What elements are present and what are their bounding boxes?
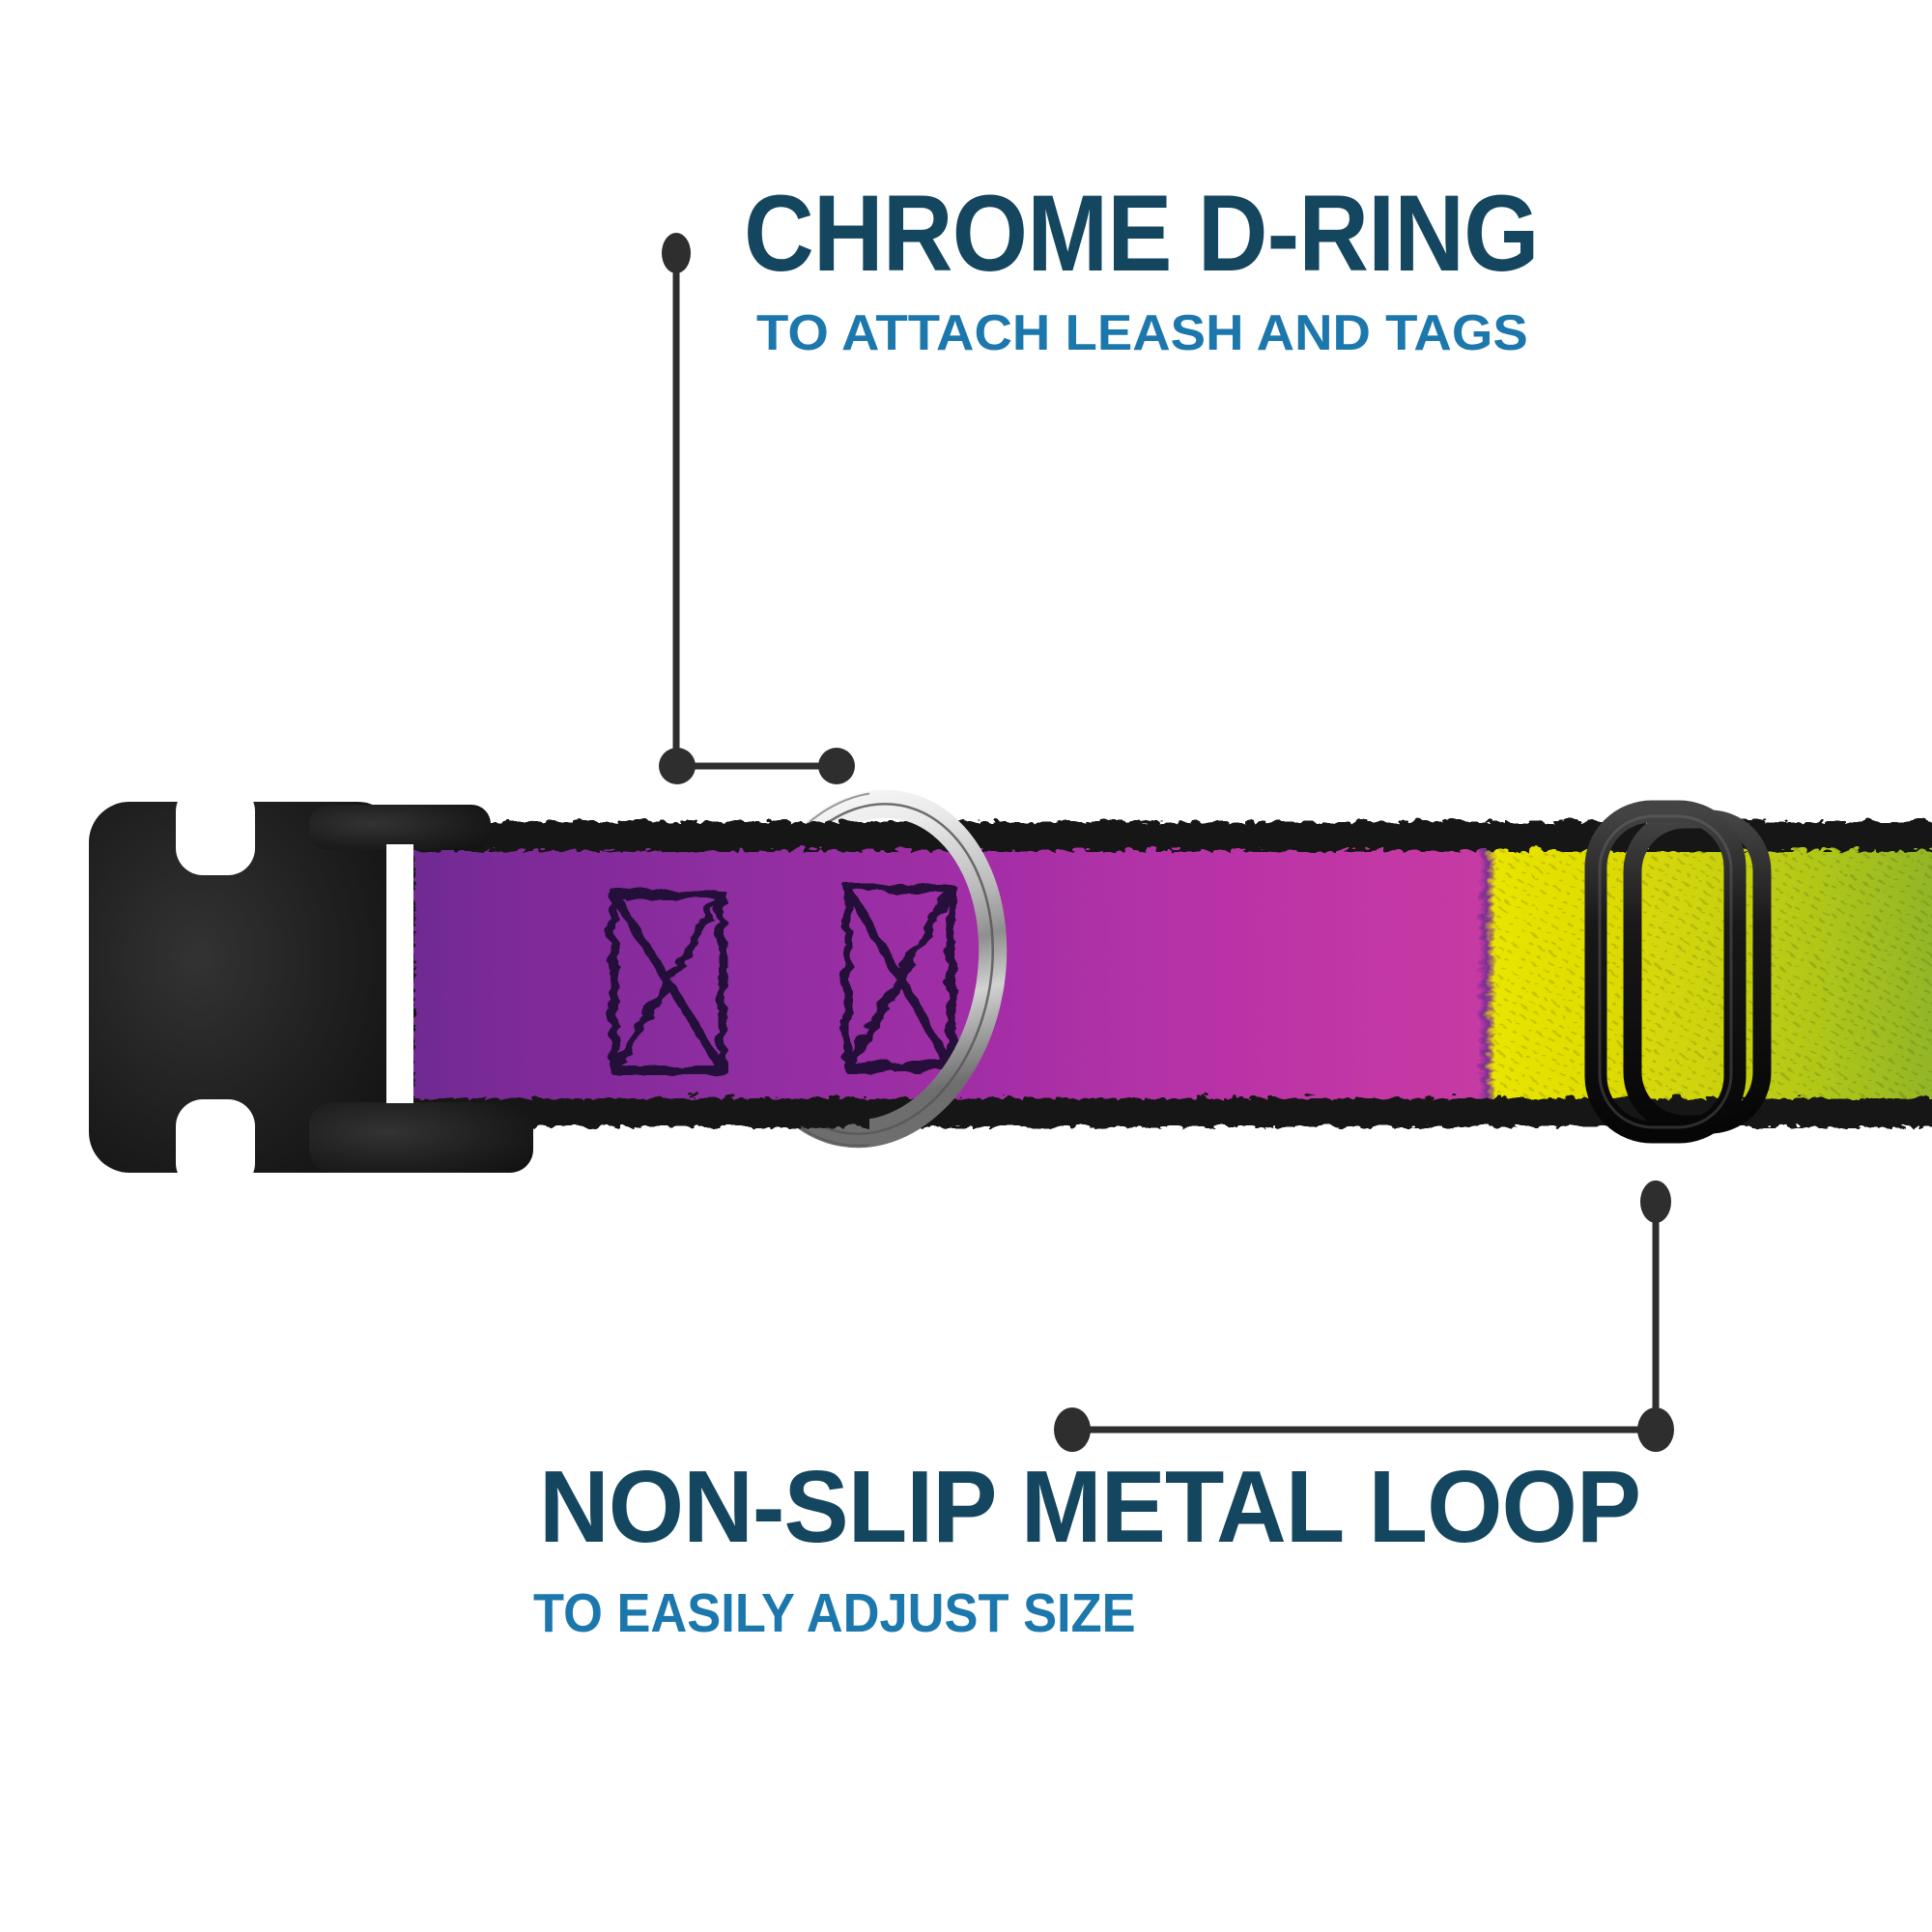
leader-dot [662, 233, 691, 273]
callout-bottom-title: NON-SLIP METAL LOOP [539, 1450, 1641, 1564]
callout-top-title: CHROME D-RING [744, 173, 1540, 294]
slider-loop-icon [1584, 800, 1772, 1144]
stitch-boxes [606, 880, 953, 1071]
leader-dot [818, 748, 855, 784]
leader-top [659, 233, 855, 784]
callout-top-subtitle: TO ATTACH LEASH AND TAGS [756, 305, 1528, 361]
collar-strap [406, 819, 1932, 1124]
callout-bottom-subtitle: TO EASILY ADJUST SIZE [533, 1582, 1136, 1644]
d-ring-front-icon [869, 789, 1008, 1149]
buckle-icon [89, 784, 533, 1190]
leader-bottom [1054, 1180, 1674, 1452]
leader-dot [1640, 1180, 1671, 1223]
leader-dot [1054, 1407, 1091, 1452]
